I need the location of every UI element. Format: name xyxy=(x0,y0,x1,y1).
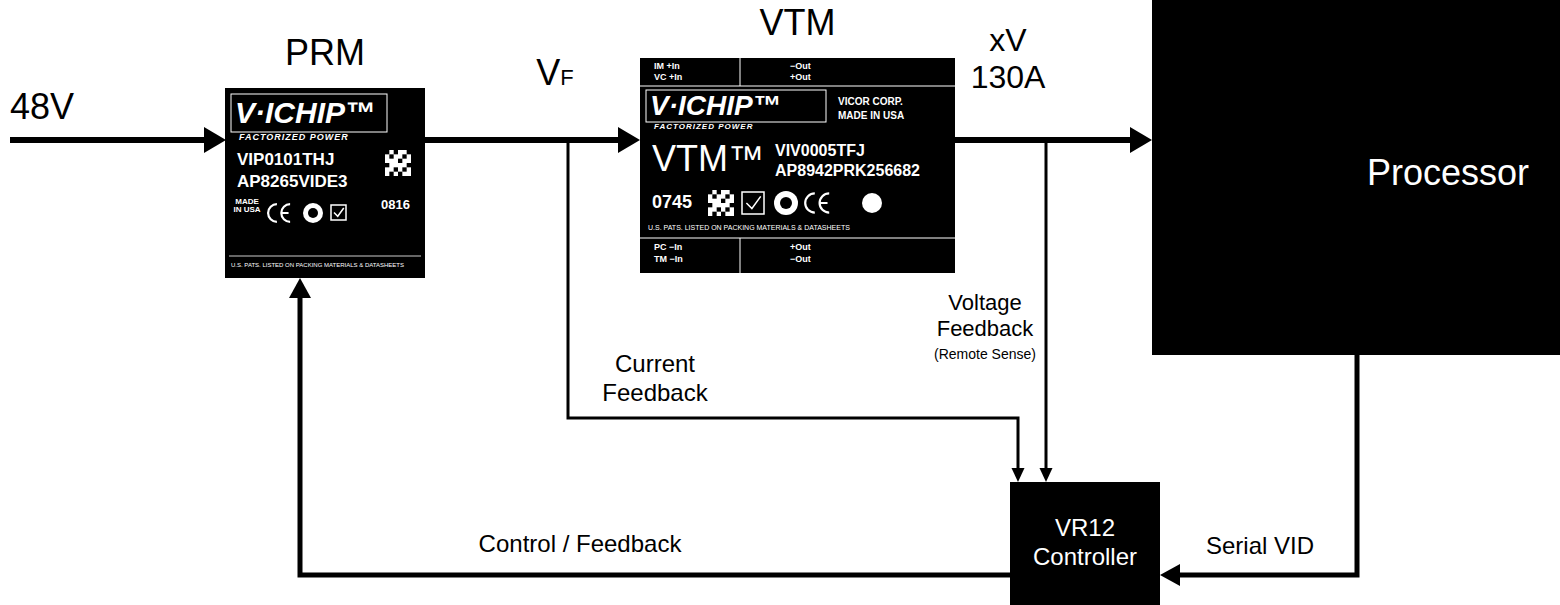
cert-badge xyxy=(303,203,323,223)
qr-cell xyxy=(712,212,716,216)
signal-label: Voltage Feedback xyxy=(930,290,1040,343)
cert-badge-core xyxy=(780,197,792,209)
connector-line xyxy=(1179,355,1357,575)
pin-label: TM −In xyxy=(654,254,683,264)
check-box xyxy=(742,192,764,214)
pin-label: −Out xyxy=(790,254,811,264)
check-mark xyxy=(334,208,344,216)
vtm-chip: VTMIM +InVC +In−Out+OutV·ICHIP™FACTORIZE… xyxy=(640,58,955,273)
part-number: VIV0005TFJ xyxy=(775,142,865,160)
brand-tagline: FACTORIZED POWER xyxy=(654,122,753,131)
pin-label: VC +In xyxy=(654,72,682,82)
qr-cell xyxy=(717,190,721,194)
patent-notice: U.S. PATS. LISTED ON PACKING MATERIALS &… xyxy=(648,224,850,232)
pin-label: −Out xyxy=(790,61,811,71)
rule-line xyxy=(640,86,955,87)
note-label: (Remote Sense) xyxy=(925,346,1045,362)
module-heading: PRM xyxy=(225,32,425,73)
cert-badge xyxy=(774,191,798,215)
prm-chip: PRMV·ICHIP™FACTORIZED POWERVIP0101THJAP8… xyxy=(225,88,425,278)
connector xyxy=(1160,355,1357,586)
qr-cell xyxy=(725,194,729,198)
arrow-head xyxy=(204,127,226,153)
processor-block: Processor xyxy=(1152,0,1560,355)
qr-code xyxy=(385,150,411,176)
output-label: xV 130A xyxy=(962,22,1054,96)
rule-line xyxy=(740,238,741,273)
qr-cell xyxy=(394,150,398,154)
qr-cell xyxy=(402,154,406,158)
qr-cell xyxy=(389,172,393,176)
logo-frame xyxy=(231,94,387,132)
ce-mark xyxy=(820,193,830,212)
qr-cell xyxy=(730,203,734,207)
arrow-head xyxy=(1012,468,1025,482)
part-number: VIP0101THJ xyxy=(237,150,334,170)
block-title: Processor xyxy=(1367,152,1529,193)
qr-cell xyxy=(402,167,406,171)
brand-tagline: FACTORIZED POWER xyxy=(239,132,349,142)
arrow-head xyxy=(618,127,640,153)
qr-cell xyxy=(407,150,411,154)
rule-line xyxy=(229,256,421,257)
connector-line xyxy=(300,297,1010,575)
module-heading: VTM xyxy=(640,2,955,43)
date-code: 0745 xyxy=(652,192,692,213)
qr-cell xyxy=(398,159,402,163)
cert-badge xyxy=(862,193,882,213)
pin-label: PC −In xyxy=(654,242,682,252)
date-code: 0816 xyxy=(381,198,410,213)
qr-cell xyxy=(730,190,734,194)
connector xyxy=(289,278,1010,575)
lot-code: AP8942PRK256682 xyxy=(775,162,920,180)
qr-cell xyxy=(394,167,398,171)
arrow-head xyxy=(1040,468,1053,482)
ce-mark xyxy=(268,204,277,222)
controller-block: VR12 Controller xyxy=(1010,482,1160,605)
qr-cell xyxy=(385,163,389,167)
logo-frame xyxy=(646,90,826,122)
arrow-head xyxy=(1160,564,1180,586)
qr-cell xyxy=(725,207,729,211)
qr-cell xyxy=(385,150,389,154)
ce-mark xyxy=(281,204,290,222)
signal-label: Control / Feedback xyxy=(440,530,720,558)
qr-cell xyxy=(721,212,725,216)
block-title: VR12 Controller xyxy=(1020,514,1150,572)
pin-label: +Out xyxy=(790,72,811,82)
signal-label: VF xyxy=(520,52,590,93)
qr-cell xyxy=(708,203,712,207)
qr-cell xyxy=(708,190,712,194)
voltage-label: 48V xyxy=(10,86,74,127)
patent-notice: U.S. PATS. LISTED ON PACKING MATERIALS &… xyxy=(231,262,404,269)
signal-label: Current Feedback xyxy=(580,350,730,408)
qr-cell xyxy=(398,172,402,176)
pin-label: +Out xyxy=(790,242,811,252)
check-box xyxy=(331,205,346,220)
qr-cell xyxy=(717,207,721,211)
product-name: VTM™ xyxy=(652,138,764,179)
pin-label: IM +In xyxy=(654,61,680,71)
ce-mark xyxy=(805,193,815,212)
qr-cell xyxy=(389,154,393,158)
arrow-head xyxy=(289,278,311,298)
qr-cell xyxy=(712,194,716,198)
arrow-head xyxy=(1130,127,1152,153)
brand-logo: V·ICHIP™ xyxy=(650,90,781,122)
rule-line xyxy=(640,238,955,239)
origin-mark: MADE IN USA xyxy=(233,198,261,215)
qr-cell xyxy=(407,163,411,167)
brand-logo: V·ICHIP™ xyxy=(235,96,375,131)
qr-code xyxy=(708,190,734,216)
rule-line xyxy=(740,58,741,86)
origin-mark: MADE IN USA xyxy=(838,110,904,122)
input-bus-line xyxy=(10,137,204,143)
lot-code: AP8265VIDE3 xyxy=(237,172,348,192)
maker-mark: VICOR CORP. xyxy=(838,96,903,108)
signal-label: Serial VID xyxy=(1180,532,1340,560)
qr-cell xyxy=(721,199,725,203)
check-mark xyxy=(746,196,760,208)
cert-badge-core xyxy=(308,208,318,218)
